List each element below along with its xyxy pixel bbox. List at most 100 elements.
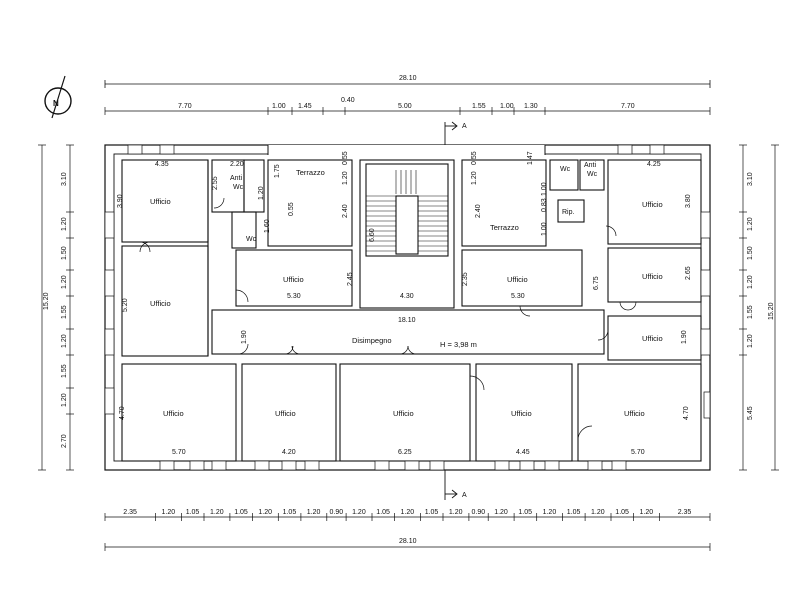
dim-bottom: 1.05: [283, 509, 297, 516]
inner-dim: 3.80: [685, 194, 692, 208]
inner-dim: 4.70: [119, 406, 126, 420]
dim-left: 1.55: [61, 364, 68, 378]
section-label-top: A: [462, 123, 467, 130]
inner-dim: 0.55: [342, 151, 349, 165]
room-storage: Rip.: [562, 209, 575, 216]
dim-left: 1.20: [61, 275, 68, 289]
stair-treads: [366, 170, 448, 252]
room-office-w: Ufficio: [150, 299, 171, 308]
north-label: N: [53, 99, 59, 108]
inner-dim: 1.20: [342, 171, 349, 185]
dim-left: 1.55: [61, 305, 68, 319]
dim-bottom: 1.20: [258, 509, 272, 516]
windows: [104, 144, 711, 471]
dim-left: 1.20: [61, 334, 68, 348]
dim-bottom: 1.05: [186, 509, 200, 516]
inner-dim: 2.35: [462, 272, 469, 286]
inner-dim: 1.20: [471, 171, 478, 185]
inner-dim: 5.20: [122, 298, 129, 312]
dim-bottom: 0.90: [330, 509, 344, 516]
dim-left: 2.70: [61, 434, 68, 448]
inner-dim: 5.70: [631, 449, 645, 456]
left-dims: 3.10 1.20 1.50 1.20 1.55 1.20 1.55 1.20 …: [61, 172, 68, 448]
dim-right: 1.20: [747, 275, 754, 289]
inner-dim: 1.90: [681, 330, 688, 344]
window: [104, 269, 115, 297]
dim-bottom: 1.20: [352, 509, 366, 516]
dim-bottom: 1.20: [543, 509, 557, 516]
inner-dimensions: 4.35 2.20 1.75 0.55 1.20 0.55 1.20 1.47 …: [117, 151, 692, 456]
dim-bottom-total: 28.10: [399, 538, 417, 545]
inner-dim: 4.20: [282, 449, 296, 456]
dim-bottom: 1.20: [401, 509, 415, 516]
north-arrow-icon: N: [44, 75, 72, 119]
dim-bottom: 1.20: [307, 509, 321, 516]
inner-dim: 6.25: [398, 449, 412, 456]
dim-top-total: 28.10: [399, 75, 417, 82]
room-office-s1: Ufficio: [163, 409, 184, 418]
dim-left: 1.20: [61, 217, 68, 231]
room-office-nw: Ufficio: [150, 197, 171, 206]
room-office-ne: Ufficio: [642, 200, 663, 209]
window: [104, 387, 115, 415]
inner-dim: 4.45: [516, 449, 530, 456]
room-anti-right: Anti: [584, 162, 597, 169]
window: [617, 144, 633, 155]
height-label: H = 3,98 m: [440, 340, 477, 349]
window: [611, 460, 627, 471]
window: [159, 460, 175, 471]
room-terrace-left: Terrazzo: [296, 168, 325, 177]
inner-dim: 2.40: [475, 204, 482, 218]
section-label-bottom: A: [462, 492, 467, 499]
dim-bottom: 1.05: [567, 509, 581, 516]
room-office-e1: Ufficio: [642, 272, 663, 281]
dim-top: 5.00: [398, 103, 412, 110]
room-office-top-mid-right: Ufficio: [507, 275, 528, 284]
dim-bottom: 2.35: [123, 509, 137, 516]
inner-dim: 18.10: [398, 317, 416, 324]
top-dims: 7.70 1.00 1.45 0.40 5.00 1.55 1.00 1.30 …: [178, 97, 635, 110]
inner-dim: 5.70: [172, 449, 186, 456]
room-wc-left-b: Wc: [246, 236, 257, 243]
window: [649, 144, 665, 155]
window: [211, 460, 227, 471]
room-office-s2: Ufficio: [275, 409, 296, 418]
inner-dim: 6.75: [593, 276, 600, 290]
dim-bottom: 1.20: [449, 509, 463, 516]
window: [587, 460, 603, 471]
dim-right: 1.55: [747, 305, 754, 319]
window: [104, 328, 115, 356]
door-swings: [139, 197, 637, 441]
inner-dim: 5.30: [287, 293, 301, 300]
window: [159, 144, 175, 155]
inner-dim: 1.75: [274, 164, 281, 178]
inner-dim: 2.40: [342, 204, 349, 218]
window: [404, 460, 420, 471]
window: [700, 328, 711, 356]
inner-dim: 2.55: [212, 176, 219, 190]
dim-bottom: 1.05: [425, 509, 439, 516]
section-marker-bottom: [444, 470, 458, 500]
inner-dim: 2.65: [685, 266, 692, 280]
dim-bottom: 2.35: [678, 509, 692, 516]
window: [544, 460, 560, 471]
dim-bottom: 1.05: [518, 509, 532, 516]
right-dims: 3.10 1.20 1.50 1.20 1.55 1.20 5.45: [747, 172, 754, 420]
dim-top: 1.30: [524, 103, 538, 110]
inner-dim: 1.90: [241, 330, 248, 344]
dim-right: 5.45: [747, 406, 754, 420]
dim-right-total: 15.20: [768, 302, 775, 320]
dim-right: 1.20: [747, 334, 754, 348]
dim-bottom: 1.20: [494, 509, 508, 516]
dim-bottom: 0.90: [472, 509, 486, 516]
inner-dim: 1.00: [541, 222, 548, 236]
dim-bottom: 1.05: [376, 509, 390, 516]
window: [189, 460, 205, 471]
room-labels: Ufficio Ufficio Ufficio Ufficio Ufficio …: [150, 162, 663, 418]
dim-right: 1.50: [747, 246, 754, 260]
room-office-s3: Ufficio: [393, 409, 414, 418]
window: [127, 144, 143, 155]
dim-bottom: 1.05: [615, 509, 629, 516]
inner-dim: 3.90: [117, 194, 124, 208]
